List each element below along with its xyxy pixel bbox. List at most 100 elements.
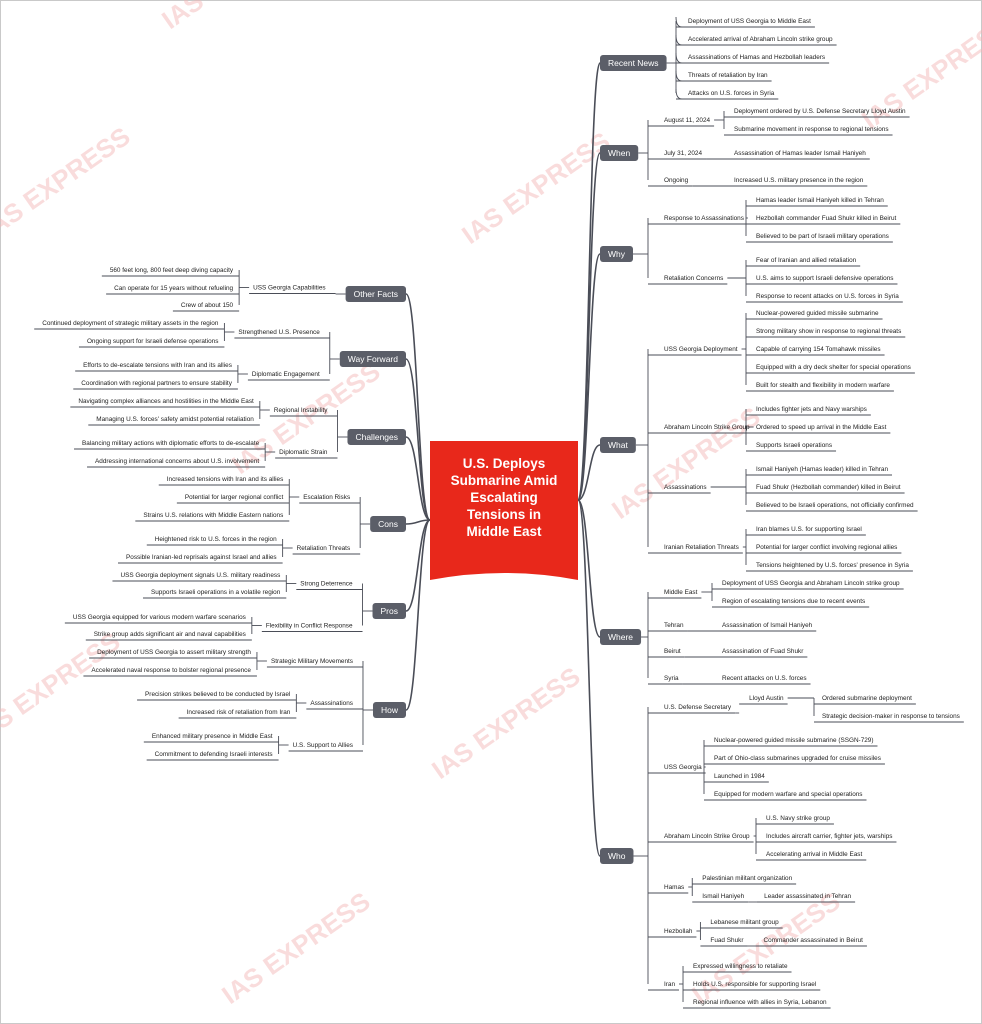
connector — [405, 358, 431, 521]
leaf-node: Increased risk of retaliation from Iran — [187, 709, 291, 716]
leaf-node: Equipped with a dry deck shelter for spe… — [756, 364, 911, 371]
leaf-node: Region of escalating tensions due to rec… — [722, 598, 865, 605]
leaf-node: Regional influence with allies in Syria,… — [693, 999, 827, 1006]
leaf-node: Can operate for 15 years without refueli… — [114, 285, 233, 292]
category-node: Flexibility in Conflict Response — [266, 623, 353, 630]
leaf-node: Lloyd Austin — [749, 695, 784, 702]
category-node: Hezbollah — [664, 928, 693, 935]
leaf-node: Deployment of USS Georgia to assert mili… — [97, 649, 251, 656]
leaf-node: Fuad Shukr — [710, 937, 744, 944]
leaf-node: Recent attacks on U.S. forces — [722, 675, 807, 682]
branch-title: What — [608, 440, 628, 450]
leaf-node: Includes fighter jets and Navy warships — [756, 406, 867, 413]
category-node: Strengthened U.S. Presence — [238, 329, 320, 336]
category-node: Assassinations — [310, 700, 353, 707]
leaf-node: 560 feet long, 800 feet deep diving capa… — [110, 267, 234, 274]
leaf-node: Strike group adds significant air and na… — [94, 631, 246, 638]
leaf-node: Fear of Iranian and allied retaliation — [756, 257, 857, 264]
connector-lines — [34, 16, 964, 1009]
leaf-node: Ismail Haniyeh — [702, 893, 744, 900]
leaf-node: Nuclear-powered guided missile submarine… — [714, 737, 873, 744]
leaf-node: Attacks on U.S. forces in Syria — [688, 90, 775, 97]
leaf-node: Continued deployment of strategic milita… — [42, 320, 219, 327]
connector — [405, 436, 431, 521]
branch-title: Cons — [378, 519, 398, 529]
leaf-node: Iran blames U.S. for supporting Israel — [756, 526, 862, 533]
category-node: Iran — [664, 981, 675, 988]
category-node: Hamas — [664, 884, 684, 891]
watermark-text: IAS EXPRESS — [426, 661, 585, 785]
leaf-node: Believed to be part of Israeli military … — [756, 233, 889, 240]
branch-title: Who — [608, 851, 626, 861]
leaf-node: Ongoing support for Israeli defense oper… — [87, 338, 218, 345]
leaf-node: Ordered to speed up arrival in the Middl… — [756, 424, 887, 431]
leaf-node: Leader assassinated in Tehran — [764, 893, 851, 900]
leaf-node: Potential for larger regional conflict — [185, 494, 284, 501]
leaf-node: Lebanese militant group — [710, 919, 779, 926]
leaf-node: U.S. Navy strike group — [766, 815, 830, 822]
leaf-node: Coordination with regional partners to e… — [81, 380, 232, 387]
central-topic-line-2: Submarine Amid — [451, 473, 558, 488]
leaf-node: Believed to be Israeli operations, not o… — [756, 502, 914, 509]
category-node: Regional Instability — [274, 407, 328, 414]
connector — [577, 499, 601, 638]
leaf-node: Accelerated arrival of Abraham Lincoln s… — [688, 36, 833, 43]
category-node: Ongoing — [664, 177, 689, 184]
category-node: Abraham Lincoln Strike Group — [664, 424, 750, 431]
connector — [577, 499, 601, 857]
branch-who — [600, 848, 634, 864]
branch-when — [600, 145, 639, 161]
leaf-node: Balancing military actions with diplomat… — [82, 440, 260, 447]
leaf-node: Deployment of USS Georgia and Abraham Li… — [722, 580, 900, 587]
category-node: U.S. Defense Secretary — [664, 704, 732, 711]
category-node: Retaliation Concerns — [664, 275, 723, 282]
leaf-node: Deployment of USS Georgia to Middle East — [688, 18, 811, 25]
leaf-node: Navigating complex alliances and hostili… — [78, 398, 254, 405]
central-topic-shape — [430, 441, 578, 580]
leaf-node: Strains U.S. relations with Middle Easte… — [143, 512, 283, 519]
leaf-node: Increased tensions with Iran and its all… — [167, 476, 284, 483]
leaf-node: Supports Israeli operations — [756, 442, 832, 449]
central-topic-line-4: Tensions in — [467, 507, 541, 522]
category-node: USS Georgia Capabilities — [253, 285, 325, 292]
branch-title: Way Forward — [348, 354, 398, 364]
leaf-node: USS Georgia deployment signals U.S. mili… — [120, 572, 280, 579]
watermark-text: IAS EXPRESS — [686, 886, 845, 1010]
leaf-node: Ordered submarine deployment — [822, 695, 912, 702]
leaf-node: Tensions heightened by U.S. forces' pres… — [756, 562, 909, 569]
category-node: USS Georgia Deployment — [664, 346, 738, 353]
branch-pros — [372, 603, 406, 619]
connector — [405, 519, 431, 711]
branch-title: Why — [608, 249, 626, 259]
watermark-text: IAS EXPRESS — [216, 886, 375, 1010]
leaf-node: Fuad Shukr (Hezbollah commander) killed … — [756, 484, 901, 491]
connector — [405, 293, 431, 521]
branch-title: Where — [608, 632, 633, 642]
leaf-node: Deployment ordered by U.S. Defense Secre… — [734, 108, 906, 115]
leaf-node: Potential for larger conflict involving … — [756, 544, 897, 551]
leaf-node: Assassination of Fuad Shukr — [722, 648, 804, 655]
category-node: Iranian Retaliation Threats — [664, 544, 739, 551]
central-topic-line-5: Middle East — [466, 524, 542, 539]
leaf-node: USS Georgia equipped for various modern … — [73, 614, 246, 621]
category-node: Strategic Military Movements — [271, 658, 353, 665]
connector — [577, 253, 601, 501]
branch-cons — [370, 516, 406, 532]
branch-title: Other Facts — [354, 289, 398, 299]
leaf-node: Managing U.S. forces' safety amidst pote… — [96, 416, 254, 423]
leaf-node: Hezbollah commander Fuad Shukr killed in… — [756, 215, 897, 222]
leaf-node: Accelerating arrival in Middle East — [766, 851, 862, 858]
category-node: Escalation Risks — [303, 494, 350, 501]
category-node: Diplomatic Strain — [279, 449, 328, 456]
leaf-node: Commitment to defending Israeli interest… — [155, 751, 273, 758]
category-node: Syria — [664, 675, 679, 682]
watermark-text: IAS EXPRESS — [606, 401, 765, 525]
leaf-node: Hamas leader Ismail Haniyeh killed in Te… — [756, 197, 884, 204]
watermark-text: IAS EXPRESS — [0, 121, 135, 245]
connector — [577, 444, 601, 501]
branch-recent-news — [600, 55, 667, 71]
leaf-node: Part of Ohio-class submarines upgraded f… — [714, 755, 881, 762]
category-node: Response to Assassinations — [664, 215, 744, 222]
